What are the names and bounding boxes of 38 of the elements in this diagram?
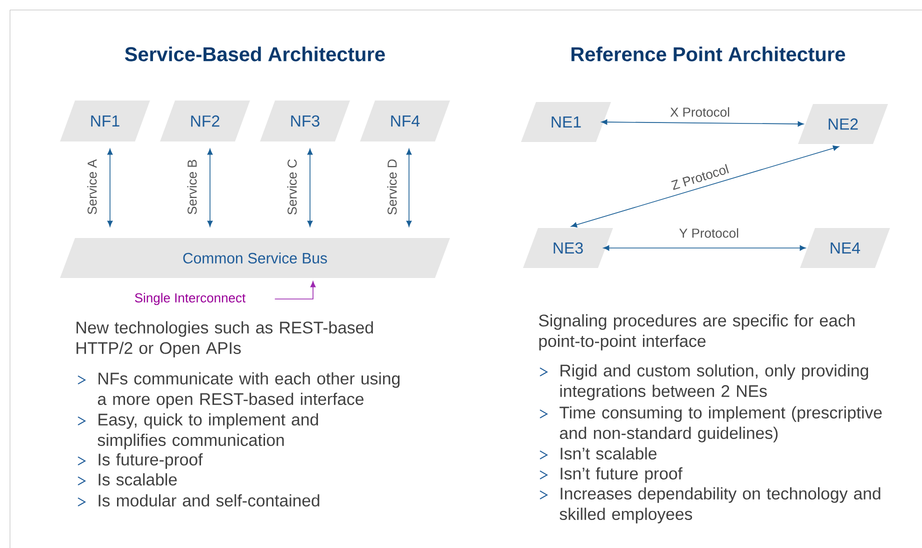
double-arrow [603, 245, 806, 251]
network-function-box: NF2 [160, 100, 250, 142]
double-arrow [406, 148, 412, 227]
network-function-box: NF1 [60, 100, 150, 142]
bullet-text: Is scalable [98, 473, 177, 486]
double-arrow [107, 148, 113, 227]
bullet-text: Rigid and custom solution, only providing integrations between 2 NEs [560, 364, 868, 400]
network-element-box: NE2 [798, 104, 888, 144]
section-heading: Reference Point Architecture [572, 46, 846, 62]
network-element-box: NE1 [521, 102, 611, 142]
bullet-text: Is modular and self-contained [98, 494, 320, 507]
edge-label: Service A [86, 158, 98, 216]
network-function-box: NF3 [260, 100, 350, 142]
edge-label: Service D [386, 158, 398, 216]
double-arrow [571, 146, 839, 228]
annotation-text: Single Interconnect [134, 292, 246, 306]
edge-label: Y Protocol [678, 227, 740, 239]
double-arrow [601, 119, 804, 127]
network-function-box: NF4 [360, 100, 450, 142]
bullet-text: Increases dependability on technology and skilled employees [560, 487, 880, 524]
bullet-text: Is future-proof [98, 453, 203, 469]
service-bus-band: Common Service Bus [60, 238, 450, 278]
edge-label: Service B [186, 158, 198, 216]
intro-text: Signaling procedures are specific for each point-to-point interface [538, 314, 855, 350]
double-arrow [307, 148, 313, 227]
network-element-box: NE4 [800, 228, 890, 268]
bullet-text: Easy, quick to implement and simplifies communication [98, 413, 318, 450]
leader-arrow [274, 281, 316, 300]
section-heading: Service-Based Architecture [124, 46, 385, 62]
double-arrow [207, 148, 213, 227]
edge-label: X Protocol [669, 106, 731, 118]
bullet-text: Isn’t future proof [560, 467, 682, 483]
bullet-text: Time consuming to implement (prescriptive and non-standard guidelines) [560, 406, 882, 442]
intro-text: New technologies such as REST-based HTTP/2 or Open APIs [76, 321, 373, 358]
bullet-text: NFs communicate with each other using a more open REST-based interface [98, 372, 400, 408]
edge-label: Service C [286, 158, 298, 216]
network-element-box: NE3 [523, 228, 613, 268]
bullet-text: Isn’t scalable [560, 447, 656, 460]
